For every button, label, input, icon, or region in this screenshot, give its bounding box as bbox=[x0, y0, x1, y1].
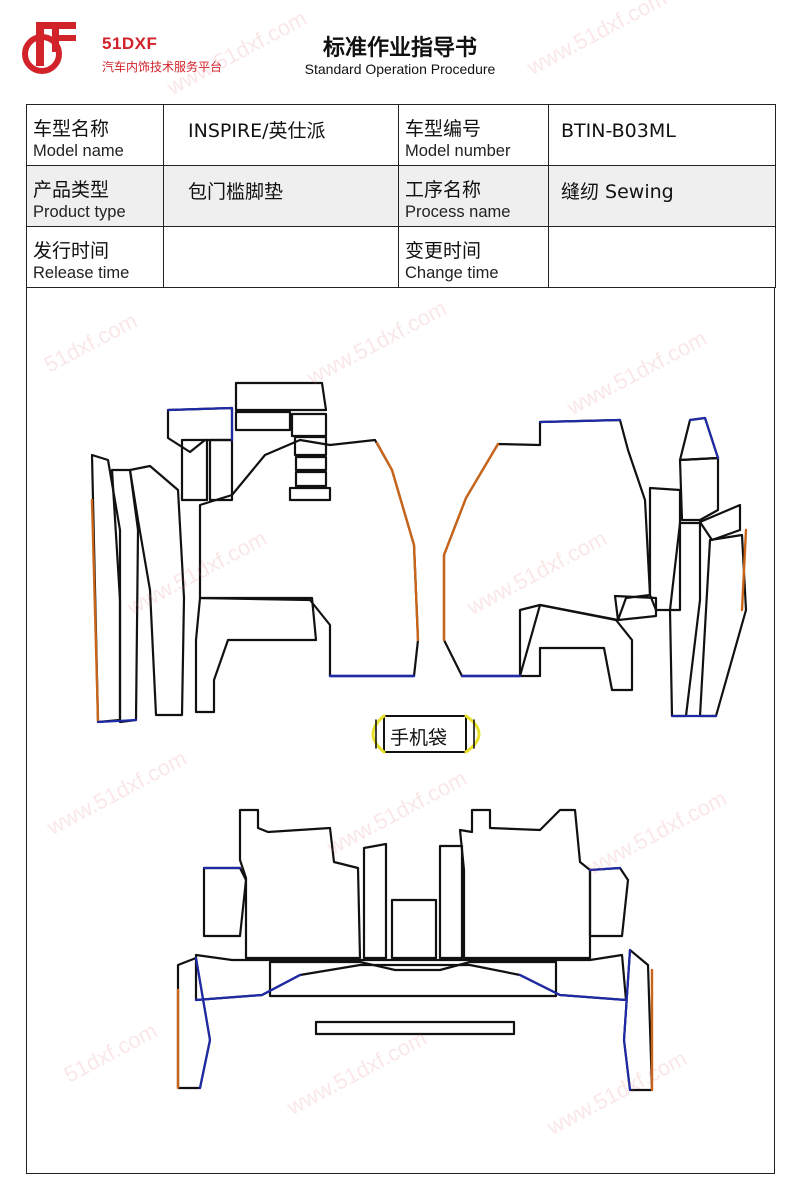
floor-mat-diagram-frame bbox=[26, 288, 775, 1174]
rear-blue-edge-top-2 bbox=[588, 866, 622, 872]
phone-pocket-label: 手机袋 bbox=[390, 727, 448, 749]
document-subtitle: Standard Operation Procedure bbox=[304, 61, 496, 77]
process-name-label-en: Process name bbox=[405, 203, 511, 221]
process-name-label-cell: 工序名称 Process name bbox=[398, 165, 549, 227]
logo-tagline: 汽车内饰技术服务平台 bbox=[102, 60, 223, 74]
info-row-time: 发行时间 Release time 变更时间 Change time bbox=[26, 226, 776, 288]
model-name-label: 车型名称 bbox=[33, 118, 110, 140]
release-time-label-cell: 发行时间 Release time bbox=[26, 226, 164, 288]
process-name-label: 工序名称 bbox=[405, 179, 482, 201]
process-name-value: 缝纫 Sewing bbox=[561, 181, 674, 203]
change-time-value-cell bbox=[548, 226, 776, 288]
front-right-blue-edge-3 bbox=[688, 416, 720, 460]
model-number-label-en: Model number bbox=[405, 142, 511, 160]
phone-pocket bbox=[371, 714, 481, 754]
front-right-mat bbox=[442, 416, 748, 718]
front-left-side-blue bbox=[96, 718, 138, 724]
release-time-value-cell bbox=[163, 226, 399, 288]
change-time-label-cell: 变更时间 Change time bbox=[398, 226, 549, 288]
front-left-blue-edge-2 bbox=[166, 406, 234, 442]
product-type-label-en: Product type bbox=[33, 203, 126, 221]
info-row-model: 车型名称 Model name INSPIRE/英仕派 车型编号 Model n… bbox=[26, 104, 776, 166]
front-right-orange-edge bbox=[442, 442, 500, 642]
rear-blue-edge-right bbox=[518, 973, 628, 1002]
model-name-value-cell: INSPIRE/英仕派 bbox=[163, 104, 399, 166]
release-time-label: 发行时间 bbox=[33, 240, 110, 262]
rear-blue-edge-left bbox=[194, 973, 302, 1002]
front-left-side-orange bbox=[90, 498, 100, 722]
front-right-side-orange bbox=[740, 528, 748, 612]
process-name-value-cell: 缝纫 Sewing bbox=[548, 165, 776, 227]
logo-name: 51DXF bbox=[102, 34, 158, 53]
model-number-label-cell: 车型编号 Model number bbox=[398, 104, 549, 166]
rear-right-blue-side bbox=[622, 948, 632, 1092]
model-number-value: BTIN-B03ML bbox=[561, 120, 676, 142]
front-left-mat bbox=[90, 381, 420, 724]
logo: 51DXF 汽车内饰技术服务平台 bbox=[22, 18, 242, 78]
logo-mark-icon bbox=[22, 22, 76, 74]
release-time-label-en: Release time bbox=[33, 264, 130, 282]
product-type-value-cell: 包门槛脚垫 bbox=[163, 165, 399, 227]
info-row-product: 产品类型 Product type 包门槛脚垫 工序名称 Process nam… bbox=[26, 165, 776, 227]
product-type-label-cell: 产品类型 Product type bbox=[26, 165, 164, 227]
model-name-value: INSPIRE/英仕派 bbox=[188, 120, 326, 142]
product-type-value: 包门槛脚垫 bbox=[188, 181, 284, 203]
rear-left-blue-side bbox=[194, 956, 212, 1090]
change-time-label-en: Change time bbox=[405, 264, 499, 282]
model-number-label: 车型编号 bbox=[405, 118, 482, 140]
document-title: 标准作业指导书 bbox=[322, 36, 477, 61]
product-type-label: 产品类型 bbox=[33, 179, 110, 201]
rear-mat bbox=[176, 808, 654, 1092]
change-time-label: 变更时间 bbox=[405, 240, 482, 262]
front-right-blue-edge-2 bbox=[538, 418, 622, 424]
front-left-orange-edge bbox=[375, 441, 420, 642]
model-number-value-cell: BTIN-B03ML bbox=[548, 104, 776, 166]
info-table: 车型名称 Model name INSPIRE/英仕派 车型编号 Model n… bbox=[26, 104, 776, 288]
model-name-label-en: Model name bbox=[33, 142, 124, 160]
